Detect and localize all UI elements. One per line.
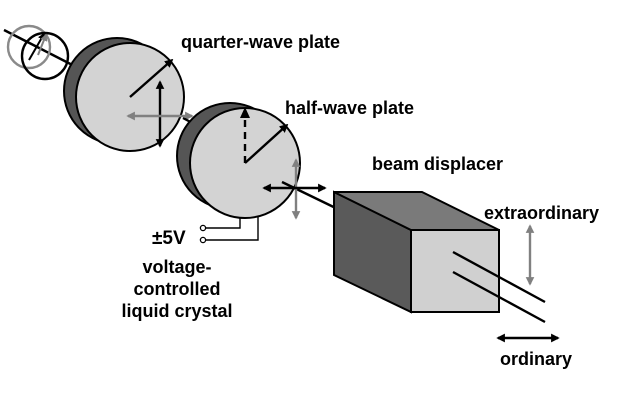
beam-displacer: [333, 190, 500, 314]
liquid-crystal-label-line1: voltage-: [142, 257, 211, 277]
quarter-wave-plate-label: quarter-wave plate: [181, 32, 340, 52]
input-polarization-indicator: [6, 24, 70, 81]
half-wave-plate: [176, 102, 301, 219]
quarter-wave-plate: [63, 37, 194, 152]
liquid-crystal-label-line2: controlled: [133, 279, 220, 299]
extraordinary-output-beam: [452, 250, 546, 304]
beam-displacer-front-face: [410, 229, 500, 313]
voltage-wiring: [199, 217, 259, 244]
qwp-fast-axis-arrow: [129, 58, 174, 98]
half-wave-plate-label: half-wave plate: [285, 98, 414, 118]
ordinary-output-beam: [452, 270, 546, 324]
extraordinary-label: extraordinary: [484, 203, 599, 223]
voltage-label: ±5V: [152, 228, 186, 249]
beam-displacer-label: beam displacer: [372, 154, 503, 174]
hwp-optic-axis-arrow: [244, 123, 289, 164]
liquid-crystal-label-line3: liquid crystal: [121, 301, 232, 321]
hwp-dashed-axis-arrowhead: [240, 107, 250, 118]
ordinary-label: ordinary: [500, 349, 572, 369]
